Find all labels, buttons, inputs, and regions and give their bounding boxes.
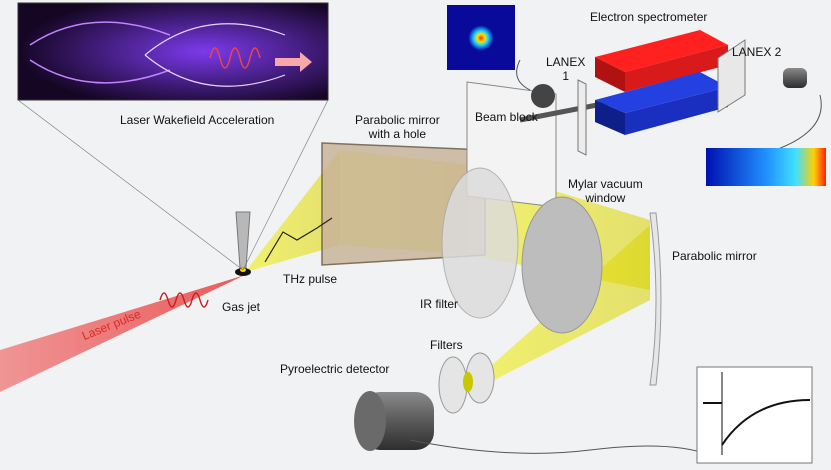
thz-beam-cone bbox=[245, 150, 340, 272]
label-parabolic-mirror: Parabolic mirror bbox=[672, 249, 757, 263]
parabolic-mirror bbox=[649, 212, 662, 386]
lanex-1-screen bbox=[577, 79, 587, 156]
label-electron-spectrometer: Electron spectrometer bbox=[590, 10, 708, 24]
label-gas-jet: Gas jet bbox=[222, 300, 261, 314]
label-wakefield: Laser Wakefield Acceleration bbox=[120, 113, 275, 127]
label-pyro: Pyroelectric detector bbox=[280, 362, 390, 376]
magnet-top bbox=[595, 30, 728, 72]
magnet-bottom bbox=[595, 72, 728, 113]
label-parabolic-hole: Parabolic mirror with a hole bbox=[355, 113, 440, 141]
thz-pulse-wave bbox=[264, 217, 333, 263]
electron-spectrum-image bbox=[706, 148, 826, 186]
label-thz: THz pulse bbox=[283, 272, 338, 286]
lanex1-camera bbox=[531, 84, 555, 108]
filter-1 bbox=[438, 356, 468, 414]
label-filters: Filters bbox=[430, 338, 463, 352]
wakefield-simulation-image bbox=[17, 2, 329, 101]
ir-filter bbox=[441, 167, 519, 319]
gas-jet-nozzle bbox=[235, 211, 251, 269]
label-lanex1: LANEX 1 bbox=[546, 55, 586, 83]
laser-pulse-wave bbox=[159, 292, 209, 308]
label-ir-filter: IR filter bbox=[420, 297, 459, 311]
label-mylar: Mylar vacuum window bbox=[568, 177, 643, 205]
label-beam-block: Beam block bbox=[475, 110, 538, 124]
detector-signal-plot bbox=[696, 366, 813, 464]
laser-beam bbox=[0, 275, 245, 392]
mylar-window bbox=[521, 196, 603, 334]
label-lanex2: LANEX 2 bbox=[732, 45, 782, 59]
lanex2-camera bbox=[783, 68, 807, 88]
lanex-2-screen bbox=[717, 39, 746, 113]
